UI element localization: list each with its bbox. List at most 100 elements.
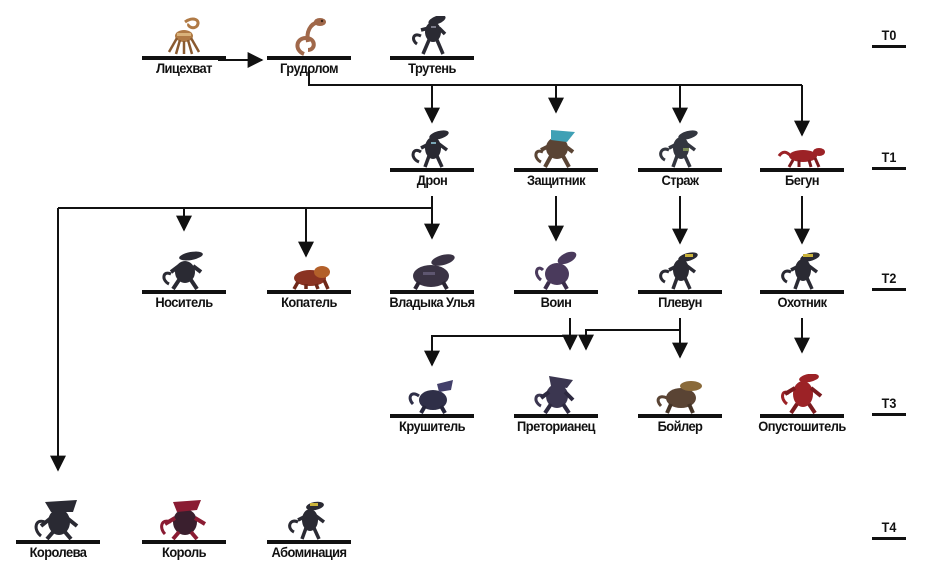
branch-warrior-to-crusher (424, 318, 571, 367)
spitter-xeno-sprite-icon (659, 252, 698, 290)
tier-label: T1 (881, 149, 897, 165)
caste-lurker: Охотник (757, 250, 847, 312)
caste-label-warrior: Воин (540, 294, 572, 310)
warrior-xeno-sprite-icon (535, 251, 577, 290)
caste-defender: Защитник (511, 128, 601, 190)
caste-label-spitter: Плевун (658, 294, 702, 310)
facehugger-sprite-icon (167, 17, 201, 55)
tier-marker-t0: T0 (872, 26, 906, 50)
carrier-xeno-sprite-icon (162, 251, 203, 290)
caste-king: Король (139, 500, 229, 562)
caste-label-ravager: Опустошитель (758, 418, 846, 434)
runner-xeno-sprite-icon (777, 148, 825, 168)
branch-spitter-to-praetorian (578, 318, 681, 351)
tier-marker-t1: T1 (872, 148, 906, 172)
caste-platform (638, 290, 722, 294)
caste-hivelord: Владыка Улья (387, 250, 477, 312)
caste-platform (638, 414, 722, 418)
lurker-xeno-sprite-icon (781, 252, 820, 290)
caste-platform (16, 540, 100, 544)
caste-drone: Дрон (387, 128, 477, 190)
tier-label: T4 (881, 519, 897, 535)
caste-label-king: Король (162, 544, 206, 560)
caste-boiler: Бойлер (635, 374, 725, 436)
caste-sentinel: Страж (635, 128, 725, 190)
caste-platform (142, 56, 226, 60)
caste-platform (390, 56, 474, 60)
caste-spitter: Плевун (635, 250, 725, 312)
caste-label-sentinel: Страж (661, 172, 699, 188)
caste-label-drone: Дрон (416, 172, 448, 188)
caste-platform (267, 56, 351, 60)
branch-drone-to-t2 (58, 196, 433, 209)
caste-facehugger: Лицехват (139, 16, 229, 78)
chestburster-sprite-icon (295, 18, 326, 56)
boiler-xeno-sprite-icon (656, 381, 702, 414)
caste-label-drone-t0: Трутень (408, 60, 456, 76)
caste-label-carrier: Носитель (155, 294, 213, 310)
caste-platform (638, 168, 722, 172)
caste-label-chestburster: Грудолом (280, 60, 338, 76)
caste-label-praetorian: Преторианец (517, 418, 595, 434)
caste-label-defender: Защитник (526, 172, 586, 188)
tier-underline (872, 413, 906, 416)
king-xeno-sprite-icon (160, 500, 207, 540)
queen-xeno-sprite-icon (34, 500, 79, 540)
drone-xeno-sprite-icon (412, 16, 447, 55)
caste-platform (514, 290, 598, 294)
caste-platform (390, 290, 474, 294)
caste-abomination: Абоминация (264, 500, 354, 562)
caste-platform (267, 540, 351, 544)
caste-praetorian: Преторианец (511, 374, 601, 436)
tier-underline (872, 45, 906, 48)
tier-marker-t2: T2 (872, 269, 906, 293)
caste-label-abomination: Абоминация (271, 544, 347, 560)
caste-label-facehugger: Лицехват (156, 60, 212, 76)
ravager-xeno-sprite-icon (781, 374, 823, 414)
caste-label-boiler: Бойлер (657, 418, 703, 434)
caste-label-queen: Королева (29, 544, 87, 560)
defender-xeno-sprite-icon (534, 130, 575, 168)
caste-runner: Бегун (757, 128, 847, 190)
caste-platform (390, 414, 474, 418)
caste-platform (142, 540, 226, 544)
caste-carrier: Носитель (139, 250, 229, 312)
caste-label-burrower: Копатель (281, 294, 337, 310)
caste-platform (514, 414, 598, 418)
caste-platform (514, 168, 598, 172)
caste-drone-t0: Трутень (387, 16, 477, 78)
caste-chestburster: Грудолом (264, 16, 354, 78)
caste-crusher: Крушитель (387, 374, 477, 436)
tier-underline (872, 537, 906, 540)
caste-label-runner: Бегун (785, 172, 820, 188)
caste-platform (390, 168, 474, 172)
tier-label: T2 (881, 270, 897, 286)
caste-ravager: Опустошитель (757, 374, 847, 436)
caste-platform (760, 414, 844, 418)
branch-chestburster-to-t1 (308, 70, 802, 86)
burrower-xeno-sprite-icon (292, 266, 330, 290)
praetorian-xeno-sprite-icon (534, 376, 575, 414)
tier-marker-t4: T4 (872, 518, 906, 542)
tier-marker-t3: T3 (872, 394, 906, 418)
caste-platform (142, 290, 226, 294)
caste-platform (760, 290, 844, 294)
caste-label-hivelord: Владыка Улья (389, 294, 475, 310)
tier-underline (872, 167, 906, 170)
hivelord-xeno-sprite-icon (413, 254, 455, 290)
caste-platform (760, 168, 844, 172)
caste-platform (267, 290, 351, 294)
sentinel-xeno-sprite-icon (659, 130, 698, 168)
caste-label-lurker: Охотник (777, 294, 827, 310)
caste-burrower: Копатель (264, 250, 354, 312)
tier-label: T3 (881, 395, 897, 411)
caste-warrior: Воин (511, 250, 601, 312)
abomination-xeno-sprite-icon (288, 501, 326, 540)
drone-xeno-sprite-icon (411, 130, 449, 168)
caste-queen: Королева (13, 500, 103, 562)
caste-label-crusher: Крушитель (399, 418, 466, 434)
crusher-xeno-sprite-icon (408, 380, 453, 414)
tier-label: T0 (881, 27, 897, 43)
